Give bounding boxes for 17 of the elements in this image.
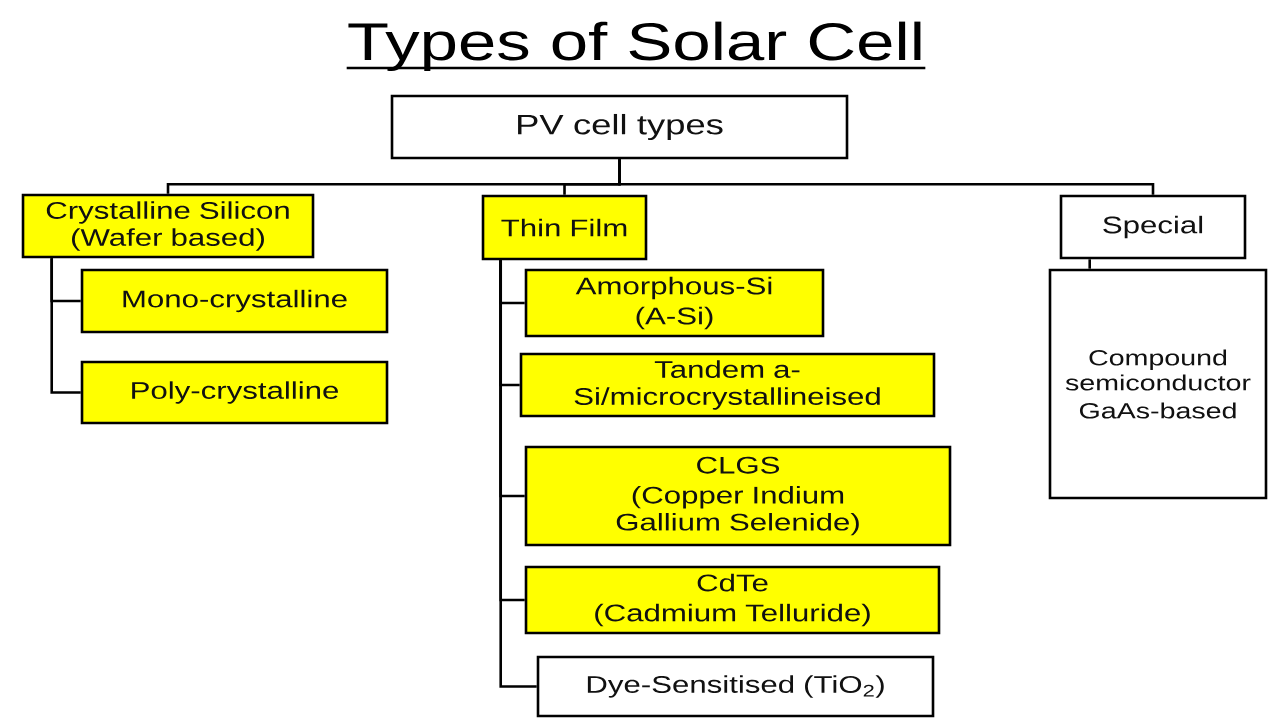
subtype-box: Compound semiconductor GaAs-based [1048, 268, 1268, 500]
connector-line [50, 258, 81, 394]
connector-line [1088, 259, 1091, 269]
connector-line [499, 260, 537, 688]
title: Types of Solar Cell [346, 21, 926, 71]
category-box: Crystalline Silicon (Wafer based) [21, 193, 315, 259]
subtype-box: Tandem a-Si/microcrystallineised [519, 352, 936, 418]
subtype-box: Amorphous-Si (A-Si) [524, 268, 825, 338]
root-box: PV cell types [390, 94, 849, 160]
category-box: Special [1059, 194, 1247, 260]
category-box: Thin Film [481, 194, 648, 261]
subtype-box: Mono-crystalline [80, 268, 389, 334]
subtype-box: Dye-Sensitised (TiO$_{2}$) [536, 655, 935, 718]
subtype-box: Poly-crystalline [80, 360, 389, 425]
subtype-box: CdTe (Cadmium Telluride) [524, 565, 941, 635]
connector-line [618, 159, 1155, 195]
subtype-box: CLGS (Copper Indium Gallium Selenide) [524, 445, 952, 547]
